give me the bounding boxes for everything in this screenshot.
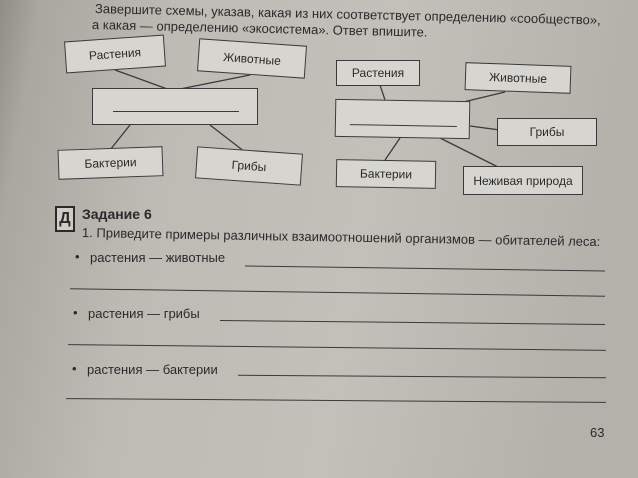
answer-line	[349, 124, 457, 127]
box-nonliving-nature: Неживая природа	[463, 166, 583, 195]
item-label: растения — грибы	[88, 306, 200, 321]
bullet: •	[73, 305, 78, 320]
task-title: Задание 6	[82, 206, 152, 222]
box-center-answer[interactable]	[334, 98, 471, 140]
box-center-answer[interactable]	[92, 88, 258, 125]
bullet: •	[72, 361, 77, 376]
item-label: растения — животные	[90, 250, 226, 265]
box-bacteria: Бактерии	[57, 146, 164, 180]
box-animals: Животные	[464, 62, 572, 94]
box-fungi: Грибы	[497, 118, 597, 146]
box-bacteria: Бактерии	[335, 159, 437, 189]
item-label: растения — бактерии	[87, 362, 218, 377]
bullet: •	[75, 249, 80, 264]
box-plants: Растения	[336, 60, 420, 86]
task-type-icon: Д	[55, 206, 75, 232]
page-number: 63	[590, 425, 605, 440]
answer-line	[113, 111, 239, 112]
